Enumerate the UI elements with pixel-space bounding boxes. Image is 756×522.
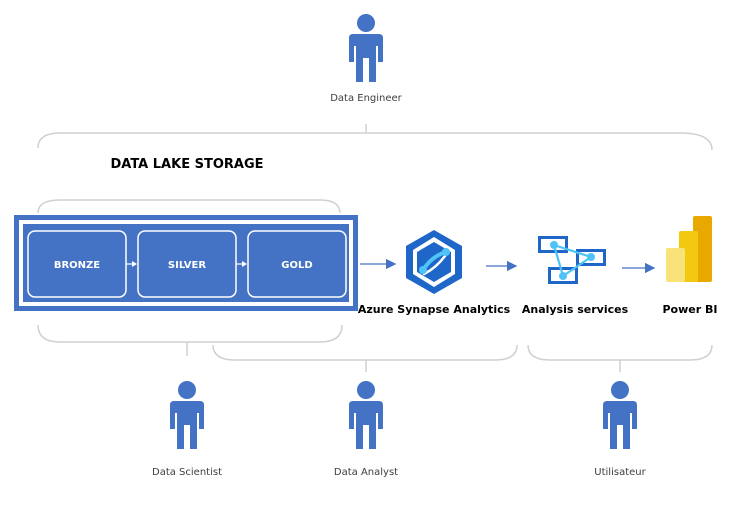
gold-label: GOLD xyxy=(281,260,312,271)
silver-label: SILVER xyxy=(168,260,206,271)
person-icon-scientist xyxy=(170,381,204,449)
analysis-services-label: Analysis services xyxy=(522,303,629,316)
data-analyst-label: Data Analyst xyxy=(334,467,398,478)
data-lake-top-bracket xyxy=(37,199,341,214)
flow-arrows xyxy=(360,258,656,274)
analysis-services-icon xyxy=(538,236,606,284)
group-brackets xyxy=(37,124,713,372)
data-scientist-label: Data Scientist xyxy=(152,467,222,478)
user-bottom-bracket xyxy=(527,344,713,361)
data-engineer-label: Data Engineer xyxy=(330,93,402,104)
person-icon-analyst xyxy=(349,381,383,449)
person-icon-engineer xyxy=(349,14,383,82)
data-lake-title: DATA LAKE STORAGE xyxy=(110,157,263,172)
scientist-bottom-bracket xyxy=(37,324,343,343)
utilisateur-label: Utilisateur xyxy=(594,467,646,478)
synapse-label: Azure Synapse Analytics xyxy=(358,303,511,316)
bronze-label: BRONZE xyxy=(54,260,100,271)
azure-synapse-icon xyxy=(406,230,462,294)
power-bi-icon xyxy=(666,216,712,282)
analyst-bottom-bracket xyxy=(212,344,518,361)
engineer-top-bracket xyxy=(37,132,713,151)
gold-box xyxy=(247,230,347,298)
data-lake-container: BRONZE SILVER GOLD xyxy=(14,215,358,311)
power-bi-label: Power BI xyxy=(663,303,718,316)
person-icon-user xyxy=(603,381,637,449)
